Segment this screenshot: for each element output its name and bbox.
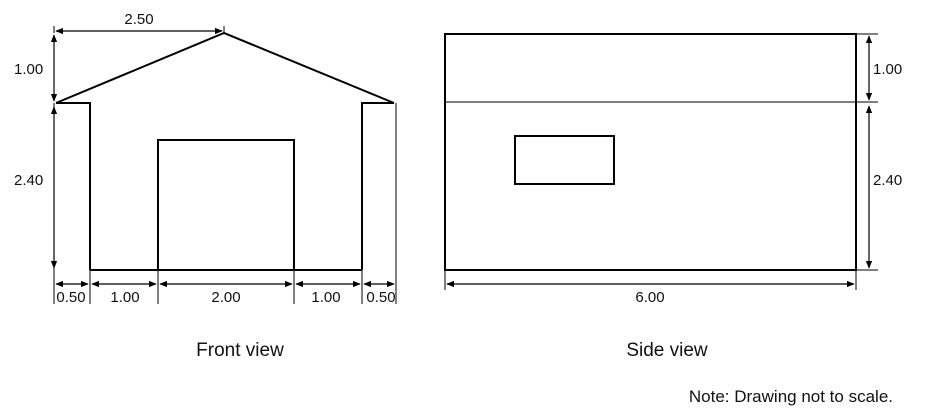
front-roof-outline xyxy=(55,31,395,104)
dim-front-wall-height-label: 2.40 xyxy=(14,172,43,189)
side-building-outline xyxy=(444,33,857,271)
dim-wall-left-label: 1.00 xyxy=(110,289,139,306)
front-view: 2.50 1.00 2.40 0.50 1.00 2.00 1.00 0.50 … xyxy=(14,11,397,361)
dim-eave-right-label: 0.50 xyxy=(366,289,395,306)
side-window xyxy=(514,135,615,185)
dim-front-roof-height-label: 1.00 xyxy=(14,61,43,78)
dim-wall-right-label: 1.00 xyxy=(311,289,340,306)
front-view-caption: Front view xyxy=(196,340,284,361)
side-view-caption: Side view xyxy=(626,340,708,361)
dim-roof-half-width-label: 2.50 xyxy=(124,11,153,28)
dim-eave-left-label: 0.50 xyxy=(56,289,85,306)
front-right-wall xyxy=(361,102,394,270)
dim-door-width-label: 2.00 xyxy=(211,289,240,306)
front-door xyxy=(157,139,295,270)
dim-side-length-label: 6.00 xyxy=(635,289,664,306)
dim-side-roof-height-label: 1.00 xyxy=(873,61,902,78)
dim-side-wall-height-label: 2.40 xyxy=(873,172,902,189)
scale-note: Note: Drawing not to scale. xyxy=(689,387,893,406)
front-left-wall xyxy=(56,102,91,270)
side-view: 1.00 2.40 6.00 Side view xyxy=(444,33,902,361)
